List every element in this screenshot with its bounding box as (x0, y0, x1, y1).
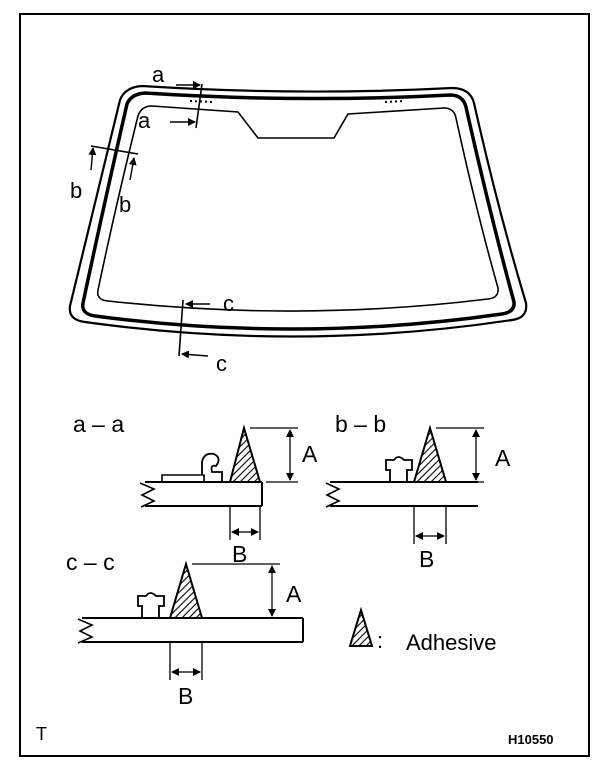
dim-label-bb-B: B (419, 546, 434, 572)
adhesive-bead-aa (228, 424, 262, 483)
dim-label-cc-A: A (286, 581, 302, 607)
cut-label-c-bottom: c (216, 351, 227, 376)
top-detail-mark-right (384, 100, 406, 103)
section-label-bb: b – b (335, 411, 386, 437)
section-label-cc: c – c (66, 549, 115, 575)
legend-separator: : (377, 628, 383, 653)
cut-line-a (170, 81, 203, 129)
section-label-aa: a – a (73, 411, 124, 437)
windshield-outline (68, 84, 528, 338)
dim-label-bb-A: A (495, 445, 511, 471)
legend-adhesive-text: Adhesive (406, 630, 497, 655)
corner-mark: T (36, 724, 47, 744)
legend-adhesive-icon (348, 606, 374, 647)
cut-label-a-top: a (152, 62, 165, 87)
dimension-cc (169, 563, 280, 680)
cut-label-b-left: b (70, 178, 82, 203)
adhesive-bead-cc (168, 560, 204, 619)
figure-code: H10550 (508, 732, 554, 747)
dimension-aa (229, 427, 298, 540)
adhesive-bead-bb (412, 424, 448, 483)
figure-frame (19, 13, 590, 757)
top-detail-mark (189, 100, 213, 103)
cut-label-c-top: c (223, 291, 234, 316)
cut-label-b-right: b (119, 192, 131, 217)
cut-line-b (88, 145, 139, 181)
cut-line-c (178, 299, 210, 359)
cut-label-a-bottom: a (138, 108, 151, 133)
dimension-bb (413, 427, 484, 544)
dim-label-aa-B: B (232, 541, 247, 567)
dim-label-cc-B: B (178, 683, 193, 709)
dim-label-aa-A: A (302, 441, 318, 467)
